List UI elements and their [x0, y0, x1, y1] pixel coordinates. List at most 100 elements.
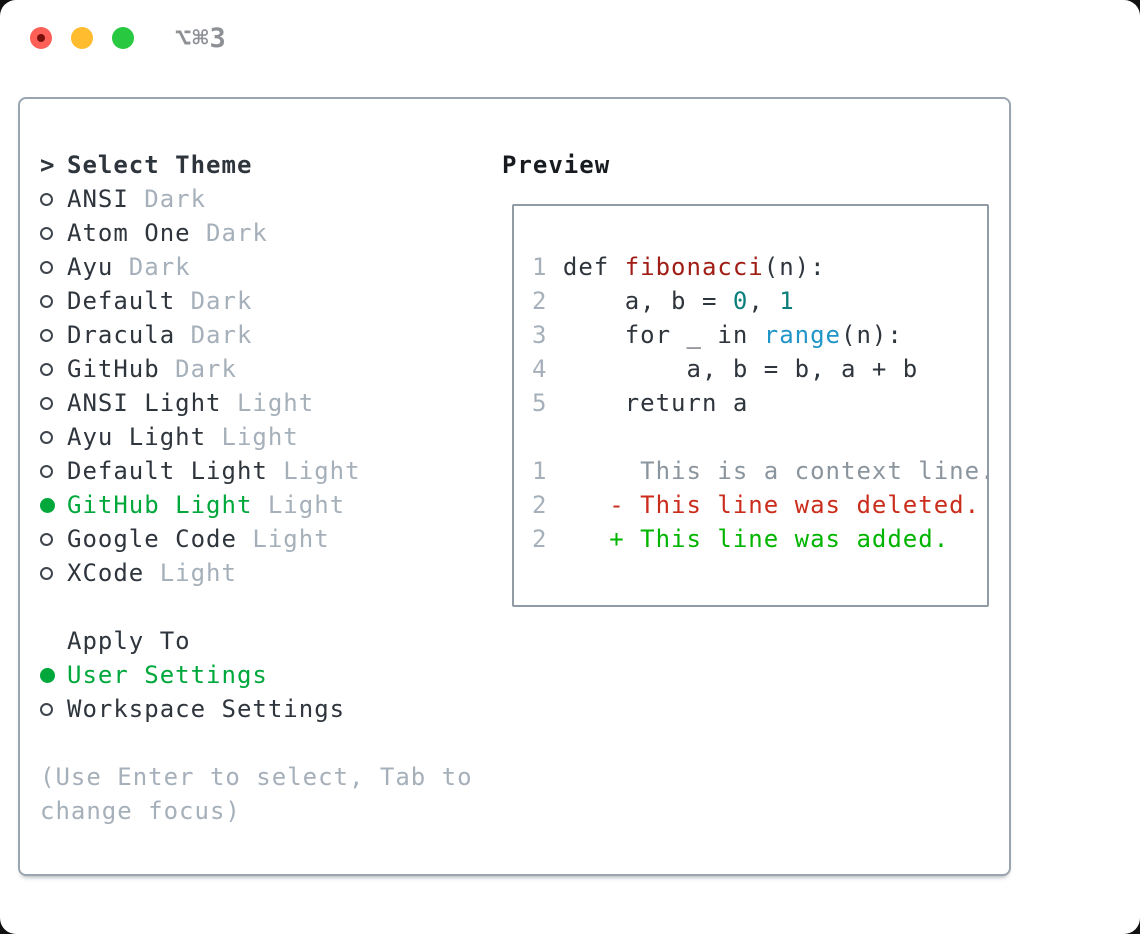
radio-icon — [40, 294, 53, 308]
code-token-text: a, b = b, a + b — [562, 355, 919, 383]
theme-name-label: Ayu Light — [67, 423, 207, 451]
theme-variant-label: Dark — [159, 355, 237, 383]
line-number: 2 — [532, 491, 610, 519]
radio-icon — [40, 362, 53, 376]
radio-icon — [40, 702, 53, 716]
radio-icon — [40, 532, 53, 546]
theme-name-label: Default — [67, 287, 176, 315]
zoom-button-icon[interactable] — [112, 27, 134, 49]
theme-option-ayu[interactable]: Ayu Dark — [40, 250, 473, 284]
theme-name-label: ANSI Light — [67, 389, 222, 417]
diff-marker: + — [609, 525, 641, 553]
diff-line-deleted: 2 - This line was deleted. — [532, 488, 987, 522]
theme-name-label: Google Code — [67, 525, 237, 553]
window-shortcut-label: ⌥⌘3 — [175, 22, 227, 54]
line-number: 1 — [532, 457, 610, 485]
code-token-text: return a — [562, 389, 749, 417]
line-number: 2 — [532, 287, 563, 315]
radio-icon — [40, 396, 53, 410]
spacer — [40, 590, 473, 624]
radio-selected-icon — [40, 497, 55, 513]
theme-option-ansi[interactable]: ANSI Dark — [40, 182, 473, 216]
minimize-button-icon[interactable] — [71, 27, 93, 49]
line-number: 1 — [532, 253, 563, 281]
theme-option-github-light[interactable]: GitHub Light Light — [40, 488, 473, 522]
diff-text: This line was deleted. — [640, 491, 981, 519]
theme-variant-label: Light — [267, 457, 361, 485]
theme-option-atom-one[interactable]: Atom One Dark — [40, 216, 473, 250]
titlebar: ⌥⌘3 — [30, 23, 227, 54]
hint-text-line1: (Use Enter to select, Tab to — [40, 763, 473, 791]
cursor-caret: > — [40, 151, 56, 179]
line-number: 5 — [532, 389, 563, 417]
preview-title: Preview — [502, 151, 611, 179]
theme-variant-label: Light — [252, 491, 346, 519]
line-number: 2 — [532, 525, 610, 553]
theme-variant-label: Dark — [175, 287, 253, 315]
diff-text: This line was added. — [640, 525, 950, 553]
theme-option-github[interactable]: GitHub Dark — [40, 352, 473, 386]
code-token-text: a, b = — [562, 287, 733, 315]
diff-text: This is a context line. — [640, 457, 989, 485]
diff-marker — [609, 457, 640, 485]
code-token-num: 1 — [779, 287, 795, 315]
code-line: 3 for _ in range(n): — [532, 318, 987, 352]
code-line: 5 return a — [532, 386, 987, 420]
code-line: 4 a, b = b, a + b — [532, 352, 987, 386]
select-theme-title: Select Theme — [67, 151, 253, 179]
theme-name-label: Ayu — [67, 253, 114, 281]
theme-name-label: GitHub — [67, 355, 160, 383]
code-token-text: def — [562, 253, 625, 281]
apply-option-label: User Settings — [67, 661, 268, 689]
diff-line-added: 2 + This line was added. — [532, 522, 987, 556]
theme-option-default[interactable]: Default Dark — [40, 284, 473, 318]
theme-variant-label: Dark — [113, 253, 191, 281]
theme-name-label: XCode — [67, 559, 145, 587]
radio-icon — [40, 430, 53, 444]
code-line: 2 a, b = 0, 1 — [532, 284, 987, 318]
theme-variant-label: Light — [144, 559, 237, 587]
diff-sample: 1 This is a context line.2 - This line w… — [532, 454, 987, 556]
theme-name-label: ANSI — [67, 185, 129, 213]
line-number: 3 — [532, 321, 563, 349]
theme-name-label: Default Light — [67, 457, 268, 485]
apply-option-label: Workspace Settings — [67, 695, 346, 723]
radio-icon — [40, 226, 53, 240]
line-number: 4 — [532, 355, 563, 383]
radio-selected-icon — [40, 667, 55, 683]
theme-option-default-light[interactable]: Default Light Light — [40, 454, 473, 488]
theme-variant-label: Light — [221, 389, 315, 417]
diff-marker: - — [609, 491, 641, 519]
spacer — [532, 420, 987, 454]
radio-icon — [40, 260, 53, 274]
theme-variant-label: Dark — [175, 321, 253, 349]
apply-to-title: Apply To — [67, 627, 191, 655]
apply-option-workspace-settings[interactable]: Workspace Settings — [40, 692, 473, 726]
apply-option-user-settings[interactable]: User Settings — [40, 658, 473, 692]
theme-option-xcode[interactable]: XCode Light — [40, 556, 473, 590]
theme-variant-label: Dark — [128, 185, 207, 213]
code-token-num: 0 — [732, 287, 749, 315]
apply-to-header: Apply To — [40, 624, 473, 658]
radio-icon — [40, 192, 53, 206]
theme-option-ayu-light[interactable]: Ayu Light Light — [40, 420, 473, 454]
code-token-text: for _ in — [562, 321, 764, 349]
theme-variant-label: Light — [206, 423, 299, 451]
theme-option-ansi-light[interactable]: ANSI Light Light — [40, 386, 473, 420]
theme-option-google-code[interactable]: Google Code Light — [40, 522, 473, 556]
close-button-icon[interactable] — [30, 27, 52, 49]
theme-variant-label: Light — [236, 525, 330, 553]
radio-icon — [40, 328, 53, 342]
code-token-text: (n): — [763, 253, 826, 281]
select-theme-header: > Select Theme — [40, 148, 473, 182]
diff-line-context: 1 This is a context line. — [532, 454, 987, 488]
theme-name-label: Dracula — [67, 321, 176, 349]
spacer — [40, 726, 473, 760]
theme-option-dracula[interactable]: Dracula Dark — [40, 318, 473, 352]
